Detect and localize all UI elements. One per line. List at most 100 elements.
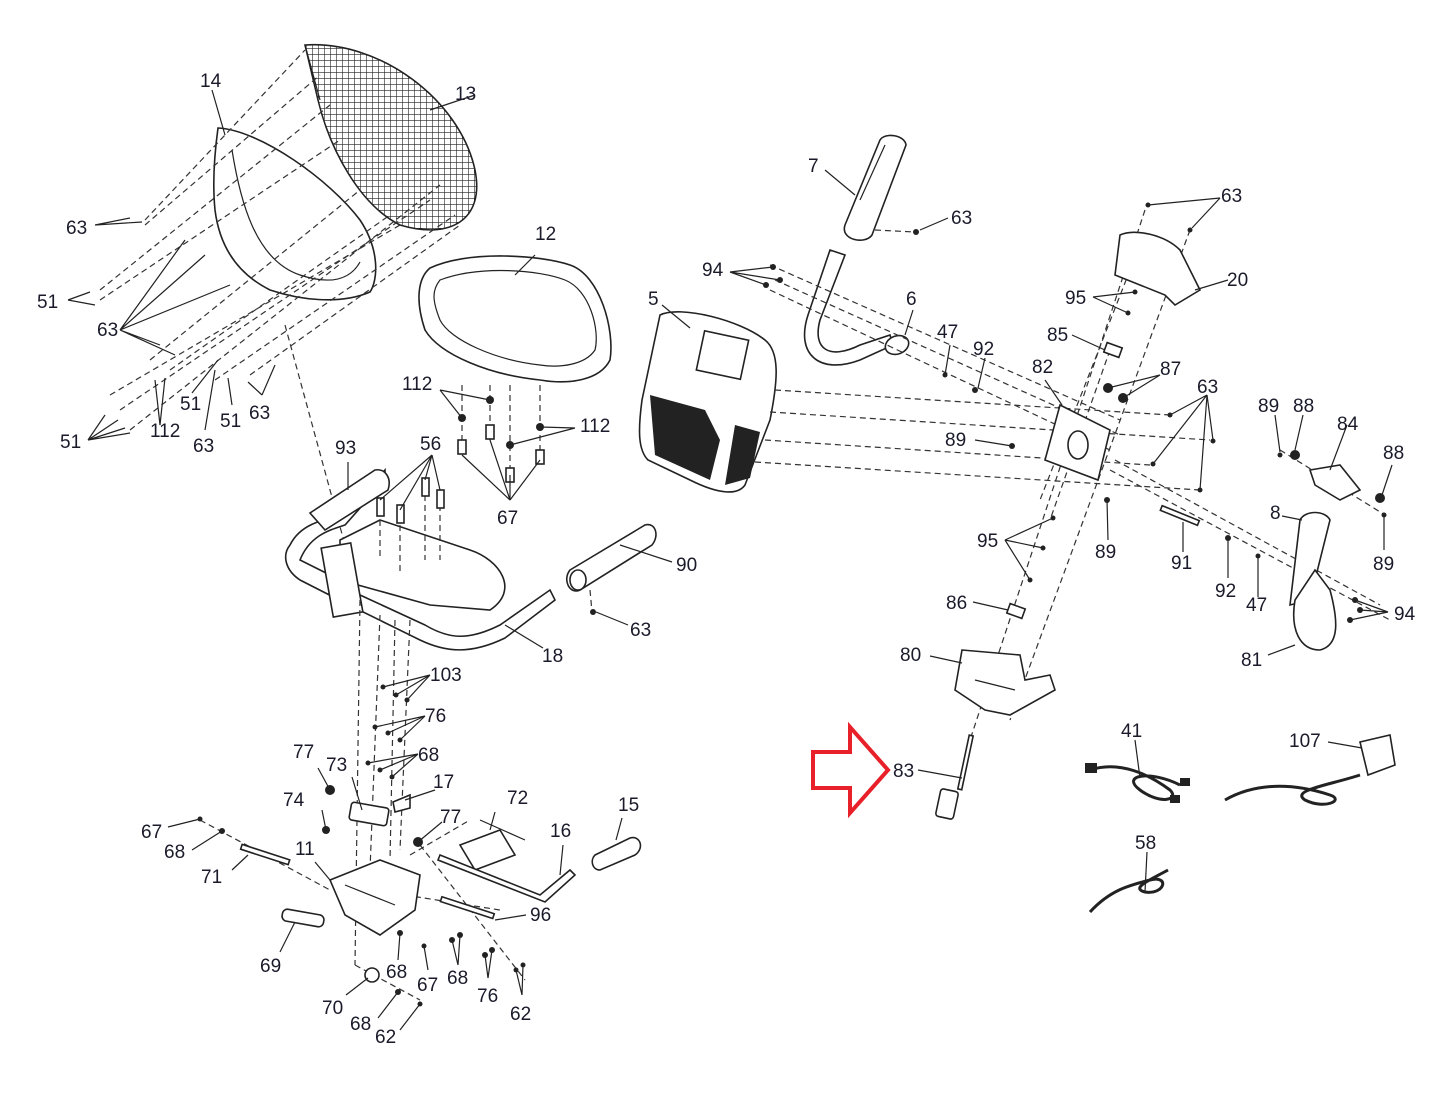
label-12: 12 (535, 224, 556, 245)
label-96: 96 (530, 905, 551, 926)
label-63: 63 (1221, 186, 1242, 207)
label-84: 84 (1337, 414, 1359, 435)
leader-lines (67, 89, 1393, 1031)
label-73: 73 (326, 755, 347, 776)
plate-part-82 (1044, 403, 1111, 482)
label-90: 90 (676, 555, 697, 576)
axle-part-91 (1159, 504, 1201, 527)
part-labels: 14 13 63 51 63 51 112 51 51 63 63 12 112… (37, 71, 1416, 1048)
label-63: 63 (1197, 377, 1218, 398)
block-part-86 (1005, 602, 1027, 620)
label-76: 76 (477, 986, 498, 1007)
label-56: 56 (420, 434, 441, 455)
label-72: 72 (507, 788, 528, 809)
sensor-part-83 (935, 734, 975, 820)
spacer-part-70 (364, 967, 380, 983)
knob-part-15 (591, 836, 642, 871)
label-63: 63 (66, 218, 87, 239)
cable-part-41 (1085, 763, 1190, 803)
release-rod-part-16 (436, 853, 577, 903)
label-91: 91 (1171, 553, 1192, 574)
label-63: 63 (249, 403, 270, 424)
label-63: 63 (97, 320, 118, 341)
label-51: 51 (37, 292, 58, 313)
label-89: 89 (945, 430, 966, 451)
label-77: 77 (440, 807, 461, 828)
seat-back-frame-part-14 (212, 127, 377, 301)
handle-grip-part-7 (843, 134, 919, 241)
axle-part-71 (239, 843, 291, 866)
label-82: 82 (1032, 357, 1053, 378)
label-89: 89 (1095, 542, 1116, 563)
label-8: 8 (1270, 503, 1281, 524)
seat-rail-lines (199, 599, 526, 1001)
label-77: 77 (293, 742, 314, 763)
label-6: 6 (906, 289, 917, 310)
label-112: 112 (580, 416, 610, 437)
label-112: 112 (402, 374, 432, 395)
label-67: 67 (141, 822, 162, 843)
seat-back-assembly-lines (99, 49, 461, 601)
axle-part-96 (439, 895, 496, 920)
label-88: 88 (1383, 443, 1404, 464)
label-63: 63 (193, 436, 214, 457)
lever-part-17 (392, 793, 411, 813)
grip-part-90 (565, 523, 657, 615)
label-103: 103 (430, 665, 462, 686)
label-69: 69 (260, 956, 281, 977)
seat-back-mesh-part-13 (304, 44, 478, 231)
label-51: 51 (60, 432, 81, 453)
label-58: 58 (1135, 833, 1156, 854)
seat-frame-part-18 (284, 467, 557, 651)
label-47: 47 (937, 322, 958, 343)
label-20: 20 (1227, 270, 1248, 291)
label-68: 68 (447, 968, 468, 989)
base-shroud-part-80 (954, 649, 1056, 716)
seat-cushion-part-12 (418, 255, 612, 383)
label-17: 17 (433, 772, 454, 793)
handle-grip-part-81 (1293, 568, 1337, 651)
label-7: 7 (808, 156, 819, 177)
console-part-5 (638, 311, 777, 493)
seat-pin-part-73 (348, 801, 390, 827)
label-80: 80 (900, 645, 921, 666)
label-47: 47 (1246, 595, 1267, 616)
label-67: 67 (497, 508, 518, 529)
label-95: 95 (977, 531, 998, 552)
label-68: 68 (350, 1014, 371, 1035)
label-14: 14 (200, 71, 222, 92)
power-adapter-part-107 (1224, 734, 1396, 806)
seat-bolts (457, 385, 545, 483)
label-67: 67 (417, 975, 438, 996)
grip-part-93 (308, 468, 390, 532)
label-70: 70 (322, 998, 343, 1019)
label-62: 62 (375, 1027, 396, 1048)
label-71: 71 (201, 867, 222, 888)
label-95: 95 (1065, 288, 1086, 309)
label-11: 11 (295, 839, 315, 860)
label-76: 76 (425, 706, 446, 727)
power-cord-part-58 (1088, 868, 1169, 914)
label-94: 94 (702, 260, 724, 281)
label-107: 107 (1289, 731, 1321, 752)
label-68: 68 (418, 745, 439, 766)
label-62: 62 (510, 1004, 531, 1025)
label-63: 63 (630, 620, 651, 641)
handlebar-part-6 (803, 248, 910, 366)
label-5: 5 (648, 289, 659, 310)
release-plate-part-72 (458, 819, 526, 871)
label-68: 68 (164, 842, 185, 863)
label-86: 86 (946, 593, 967, 614)
label-87: 87 (1160, 359, 1181, 380)
label-88: 88 (1293, 396, 1314, 417)
label-13: 13 (455, 84, 476, 105)
label-41: 41 (1121, 721, 1142, 742)
label-89: 89 (1373, 554, 1394, 575)
label-83: 83 (893, 761, 914, 782)
label-63: 63 (951, 208, 972, 229)
label-92: 92 (1215, 581, 1236, 602)
shroud-part-20 (1114, 231, 1202, 307)
highlight-arrow-icon (811, 721, 891, 819)
label-112: 112 (150, 421, 180, 442)
